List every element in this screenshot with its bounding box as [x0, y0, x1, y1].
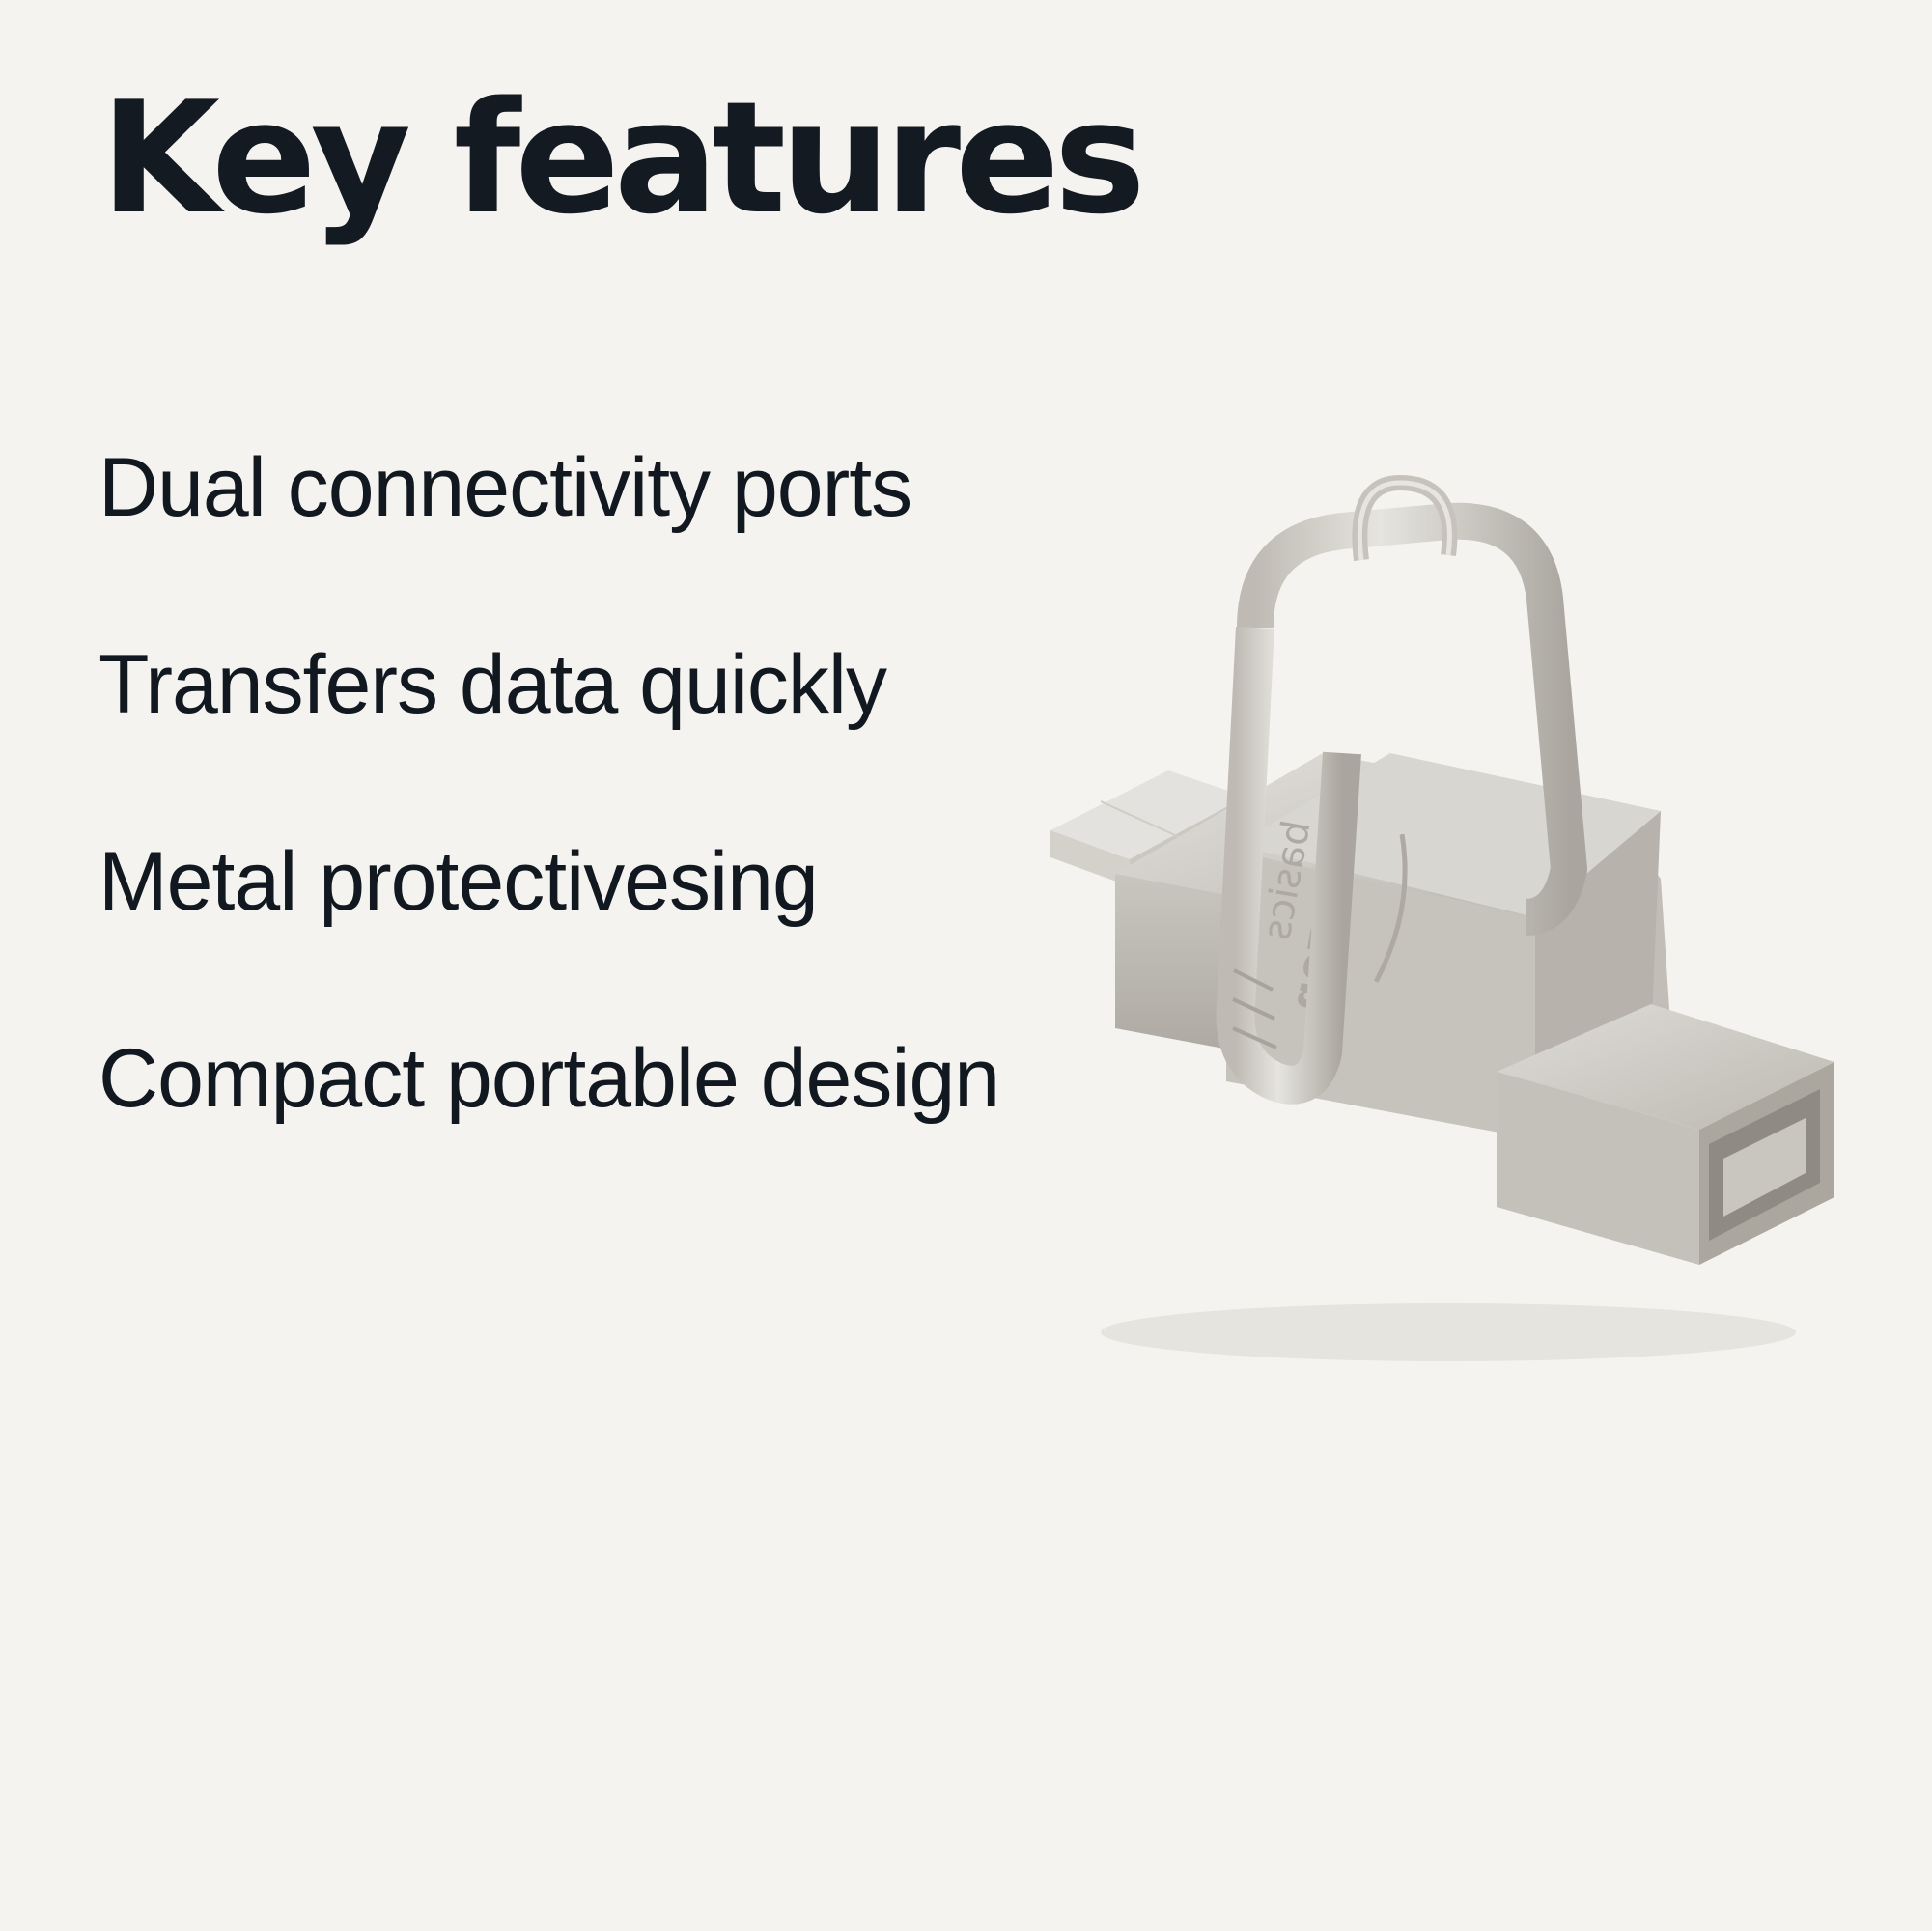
- drop-shadow: [1101, 1303, 1796, 1361]
- usb-a-connector: [1497, 1004, 1834, 1265]
- feature-item-dual-connectivity: Dual connectivity ports: [98, 441, 912, 534]
- usb-drive-illustration: amazon basics: [1050, 474, 1834, 1361]
- usb-drive-product-image: amazon basics: [1033, 463, 1873, 1390]
- key-ring: [1352, 474, 1458, 561]
- feature-item-transfer-speed: Transfers data quickly: [98, 638, 887, 731]
- feature-item-compact-design: Compact portable design: [98, 1032, 1000, 1125]
- feature-list: Dual connectivity ports Transfers data q…: [98, 439, 1000, 1227]
- swivel-loop: [1216, 502, 1587, 1105]
- page-title: Key features: [100, 68, 1146, 248]
- feature-item-metal-casing: Metal protectivesing: [98, 835, 819, 928]
